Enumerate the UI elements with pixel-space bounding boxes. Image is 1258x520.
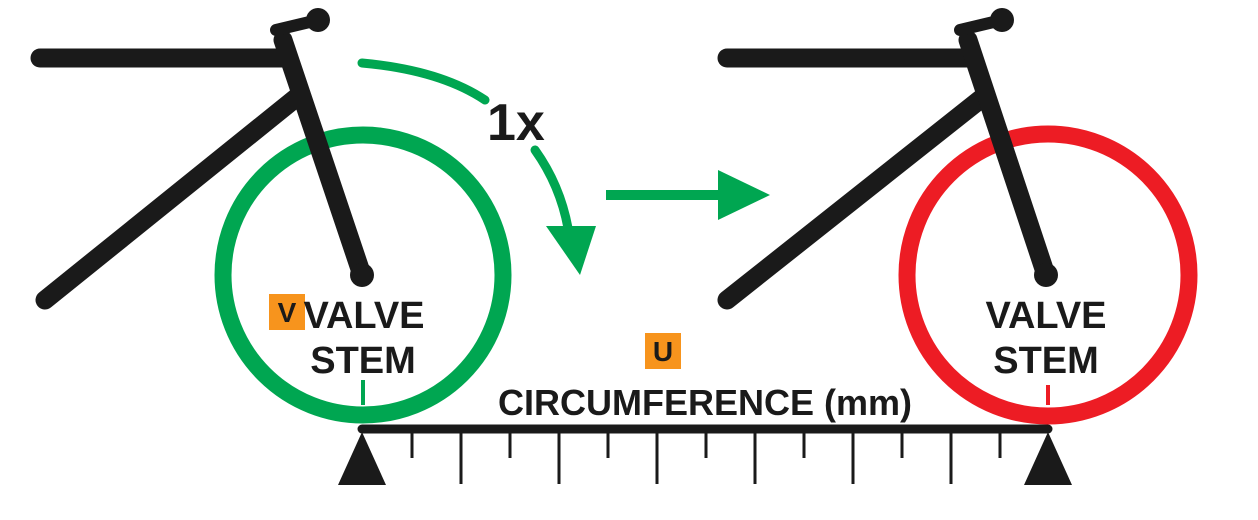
ruler-end-triangle [1024,432,1072,485]
badge-u-text: U [653,336,673,367]
forward-arrow [606,170,770,220]
rotation-arrow [357,58,596,275]
rotation-arrow-head [546,226,596,275]
right-bike [717,8,1198,425]
badge-u [645,333,681,369]
left-valve-stem-label-line1: VALVE [303,295,424,337]
badge-v-text: V [278,297,297,328]
ruler-ticks [410,429,1002,484]
right-handlebar-knob [990,8,1014,32]
forward-arrow-head [718,170,770,220]
measuring-ruler [338,424,1072,485]
left-valve-stem-label-line2: STEM [310,340,416,382]
left-bike [30,8,512,424]
circumference-label: CIRCUMFERENCE (mm) [498,382,912,423]
right-hub [1034,263,1058,287]
right-valve-stem-label-line2: STEM [993,340,1099,382]
left-hub [350,263,374,287]
rotation-count-label: 1x [487,94,545,152]
right-frame [717,14,1056,310]
ruler-start-triangle [338,432,386,485]
left-handlebar-knob [306,8,330,32]
right-wheel [898,125,1198,425]
badge-v [269,294,305,330]
right-valve-stem-label-line1: VALVE [985,295,1106,337]
left-frame [30,14,372,310]
left-wheel [214,126,512,424]
